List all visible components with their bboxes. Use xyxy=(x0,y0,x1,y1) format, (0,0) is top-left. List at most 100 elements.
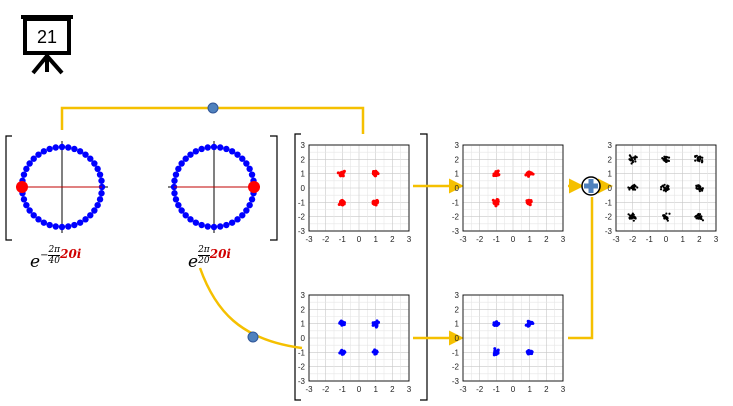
x-tick-label: 1 xyxy=(680,235,685,244)
y-tick-label: 3 xyxy=(301,141,306,150)
circle-sample-point xyxy=(65,223,72,230)
circle-sample-point xyxy=(35,216,42,223)
circle-sample-point xyxy=(223,145,230,153)
scatter-point xyxy=(529,198,533,202)
circle-sample-point xyxy=(76,219,84,226)
circle-sample-point xyxy=(198,221,205,229)
sum-icon xyxy=(581,176,601,196)
slide-number: 21 xyxy=(37,27,57,47)
circle-sample-point xyxy=(94,201,101,209)
phase-marker xyxy=(248,181,260,193)
x-tick-label: -3 xyxy=(459,235,467,244)
y-tick-label: 0 xyxy=(608,184,613,193)
y-tick-label: -1 xyxy=(298,348,306,357)
x-tick-label: -2 xyxy=(322,385,330,394)
circle-sample-point xyxy=(187,151,194,158)
y-tick-label: -1 xyxy=(452,198,460,207)
circle-sample-point xyxy=(87,155,94,162)
scatter-point xyxy=(695,217,698,220)
scatter-point xyxy=(667,156,671,159)
scatter-point xyxy=(665,159,668,162)
y-tick-label: 1 xyxy=(301,170,306,179)
y-tick-label: 2 xyxy=(301,155,306,164)
scatter-point xyxy=(698,190,701,193)
unit-circle-left xyxy=(16,141,108,233)
scatter-point xyxy=(374,325,378,329)
scatter-point xyxy=(494,173,498,177)
curve-connector xyxy=(198,267,303,350)
x-tick-label: 1 xyxy=(527,235,532,244)
phase-marker xyxy=(16,181,28,193)
circle-sample-point xyxy=(223,221,230,229)
scatter-point xyxy=(371,171,375,175)
scatter-point xyxy=(527,202,531,206)
scatter-point xyxy=(631,161,634,164)
scatter-point xyxy=(634,160,637,163)
circle-sample-point xyxy=(217,144,224,151)
connector-node-top xyxy=(207,102,219,114)
x-tick-label: -2 xyxy=(629,235,637,244)
scatter-point xyxy=(697,214,700,217)
circle-sample-point xyxy=(30,155,37,162)
circle-sample-point xyxy=(46,145,53,153)
scatter-point xyxy=(495,323,499,327)
scatter-point xyxy=(665,217,669,220)
circle-sample-point xyxy=(175,201,182,209)
scatter-point xyxy=(372,200,376,204)
scatter-point xyxy=(495,321,499,325)
y-tick-label: 1 xyxy=(608,170,613,179)
circle-sample-point xyxy=(178,160,185,167)
scatter-point xyxy=(527,320,531,324)
y-tick-label: 2 xyxy=(608,155,613,164)
scatter-point xyxy=(631,188,635,191)
y-tick-label: 3 xyxy=(455,141,460,150)
scatter-matrix-bracket xyxy=(294,133,428,401)
scatter-point xyxy=(496,200,500,204)
x-tick-label: -3 xyxy=(459,385,467,394)
scatter-point xyxy=(666,159,670,162)
x-tick-label: 0 xyxy=(511,385,516,394)
x-tick-label: 3 xyxy=(561,235,566,244)
scatter-point xyxy=(377,320,381,324)
y-tick-label: -1 xyxy=(452,348,460,357)
circle-sample-point xyxy=(82,216,89,223)
scatter-point xyxy=(665,187,668,190)
scatter-point xyxy=(341,352,345,356)
scatter-point xyxy=(630,214,633,217)
scatter-point xyxy=(665,212,668,215)
scatter-point xyxy=(492,174,496,178)
circle-sample-point xyxy=(20,171,28,178)
y-tick-label: 3 xyxy=(455,291,460,300)
circle-sample-point xyxy=(40,219,48,226)
y-tick-label: 2 xyxy=(455,155,460,164)
scatter-point xyxy=(630,216,633,219)
circle-sample-point xyxy=(248,196,256,203)
scatter-point xyxy=(695,184,698,187)
circle-sample-point xyxy=(239,212,246,219)
x-tick-label: 2 xyxy=(544,235,549,244)
y-tick-label: -2 xyxy=(298,213,306,222)
scatter-point xyxy=(630,186,633,189)
y-tick-label: 3 xyxy=(301,291,306,300)
x-tick-label: 2 xyxy=(390,235,395,244)
scatter-point xyxy=(664,155,668,158)
scatter-point xyxy=(697,184,700,187)
x-tick-label: -1 xyxy=(339,235,347,244)
scatter-point xyxy=(695,214,698,218)
circle-sample-point xyxy=(98,177,105,184)
circle-sample-point xyxy=(192,148,200,155)
x-tick-label: 0 xyxy=(511,235,516,244)
plot-border xyxy=(308,294,410,382)
circle-sample-point xyxy=(96,196,104,203)
x-tick-label: -1 xyxy=(646,235,654,244)
scatter-point xyxy=(630,159,634,162)
scatter-point xyxy=(660,185,663,189)
scatter-point xyxy=(632,185,636,188)
y-tick-label: -2 xyxy=(452,213,460,222)
circle-sample-point xyxy=(228,219,236,226)
circle-sample-point xyxy=(246,165,253,173)
circle-sample-point xyxy=(23,165,30,173)
circle-sample-point xyxy=(182,155,189,162)
